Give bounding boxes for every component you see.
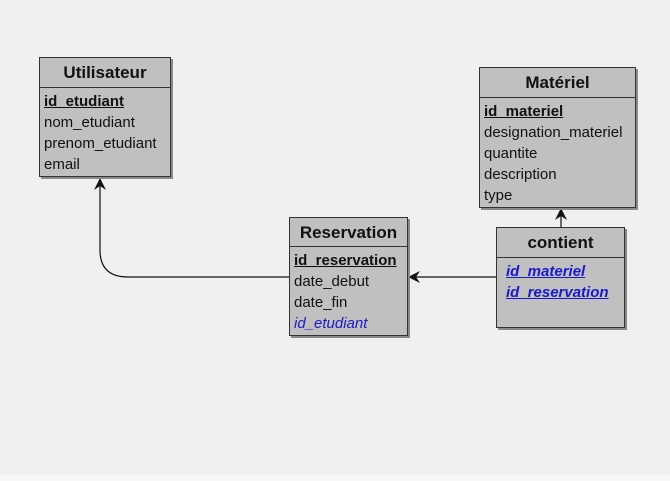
- attribute: prenom_etudiant: [44, 135, 157, 152]
- attribute: description: [484, 166, 557, 183]
- attribute-primary-key: id_reservation: [294, 252, 397, 269]
- entity-title: contient: [497, 228, 624, 258]
- entity-utilisateur[interactable]: Utilisateur id_etudiant nom_etudiant pre…: [39, 57, 171, 177]
- attribute-foreign-key: id_etudiant: [294, 315, 368, 332]
- attribute: date_debut: [294, 273, 370, 290]
- attribute: designation_materiel: [484, 124, 623, 141]
- attribute-primary-key: id_materiel: [484, 103, 564, 120]
- entity-materiel[interactable]: Matériel id_materiel designation_materie…: [479, 67, 636, 208]
- attribute: email: [44, 156, 80, 173]
- entity-title: Reservation: [290, 218, 407, 247]
- entity-reservation[interactable]: Reservation id_reservation date_debut da…: [289, 217, 408, 336]
- attribute: type: [484, 187, 513, 204]
- attribute-primary-key: id_etudiant: [44, 93, 125, 110]
- attribute: nom_etudiant: [44, 114, 135, 131]
- attribute-primary-foreign-key: id_materiel: [506, 263, 586, 280]
- attribute: date_fin: [294, 294, 348, 311]
- entity-title: Utilisateur: [40, 58, 170, 88]
- bottom-strip: [0, 475, 670, 481]
- entity-title: Matériel: [480, 68, 635, 98]
- entity-contient[interactable]: contient id_materiel id_reservation: [496, 227, 625, 328]
- attribute: quantite: [484, 145, 538, 162]
- attribute-primary-foreign-key: id_reservation: [506, 284, 609, 301]
